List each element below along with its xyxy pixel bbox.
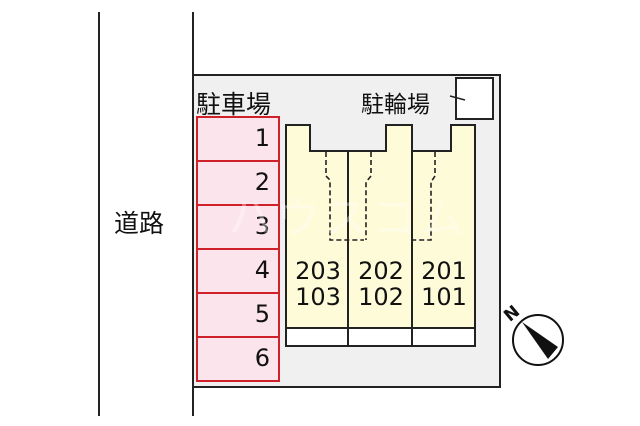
stair-path xyxy=(325,152,364,241)
parking-slot-5: 5 xyxy=(196,292,280,338)
unit-label-201-101: 201 101 xyxy=(413,258,475,310)
unit-upper: 203 xyxy=(295,257,341,285)
parking-slot-1: 1 xyxy=(196,116,280,162)
bicycle-leader-line xyxy=(449,95,466,101)
unit-lower: 102 xyxy=(358,283,404,311)
parking-slot-4: 4 xyxy=(196,248,280,294)
unit-label-203-103: 203 103 xyxy=(288,258,348,310)
bicycle-parking-label: 駐輪場 xyxy=(361,92,430,118)
stair-path xyxy=(365,152,372,240)
stair-path xyxy=(412,152,436,241)
compass-icon xyxy=(512,314,564,366)
unit-label-202-102: 202 102 xyxy=(350,258,412,310)
slot-number: 3 xyxy=(254,212,270,240)
unit-lower: 101 xyxy=(421,283,467,311)
unit-lower: 103 xyxy=(295,283,341,311)
slot-number: 2 xyxy=(254,168,270,196)
unit-upper: 201 xyxy=(421,257,467,285)
road-edge-left xyxy=(98,12,100,416)
parking-slot-6: 6 xyxy=(196,336,280,382)
slot-number: 4 xyxy=(254,256,270,284)
slot-number: 1 xyxy=(254,124,270,152)
slot-number: 6 xyxy=(254,344,270,372)
parking-label: 駐車場 xyxy=(196,90,272,119)
unit-upper: 202 xyxy=(358,257,404,285)
slot-number: 5 xyxy=(254,300,270,328)
watermark: ハウスコム xyxy=(228,193,468,244)
parking-slot-2: 2 xyxy=(196,160,280,206)
balcony-strip xyxy=(285,327,476,347)
road-label: 道路 xyxy=(114,209,165,238)
parking-slot-3: 3 xyxy=(196,204,280,250)
